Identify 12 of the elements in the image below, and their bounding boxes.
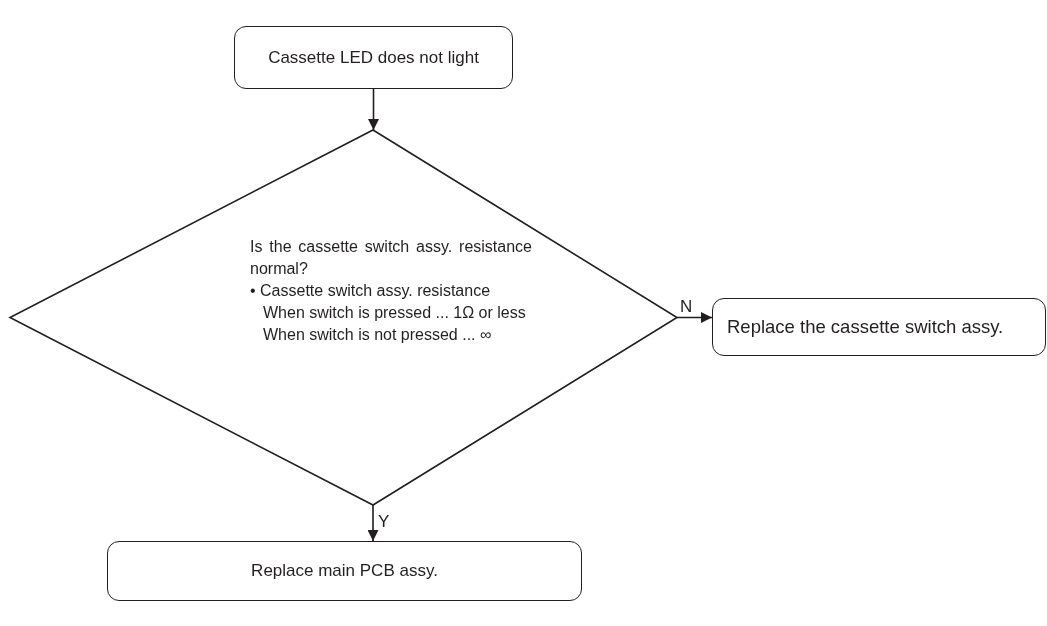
arrow <box>676 312 713 323</box>
question-text: Is the cassette switch assy. resistance normal? <box>250 238 532 277</box>
condition-text: • Cassette switch assy. resistance <box>250 282 491 299</box>
edge-label: Y <box>377 513 391 530</box>
process-box: Replace the cassette switch assy. <box>712 298 1046 356</box>
process-box: Cassette LED does not light <box>234 26 513 89</box>
arrow <box>367 504 379 542</box>
edge-label: N <box>679 297 694 315</box>
arrow <box>368 88 379 131</box>
condition-text: When switch is pressed ... 1Ω or less <box>263 304 526 321</box>
process-box: Replace main PCB assy. <box>107 541 582 601</box>
condition-text: When switch is not pressed ... ∞ <box>263 326 492 343</box>
